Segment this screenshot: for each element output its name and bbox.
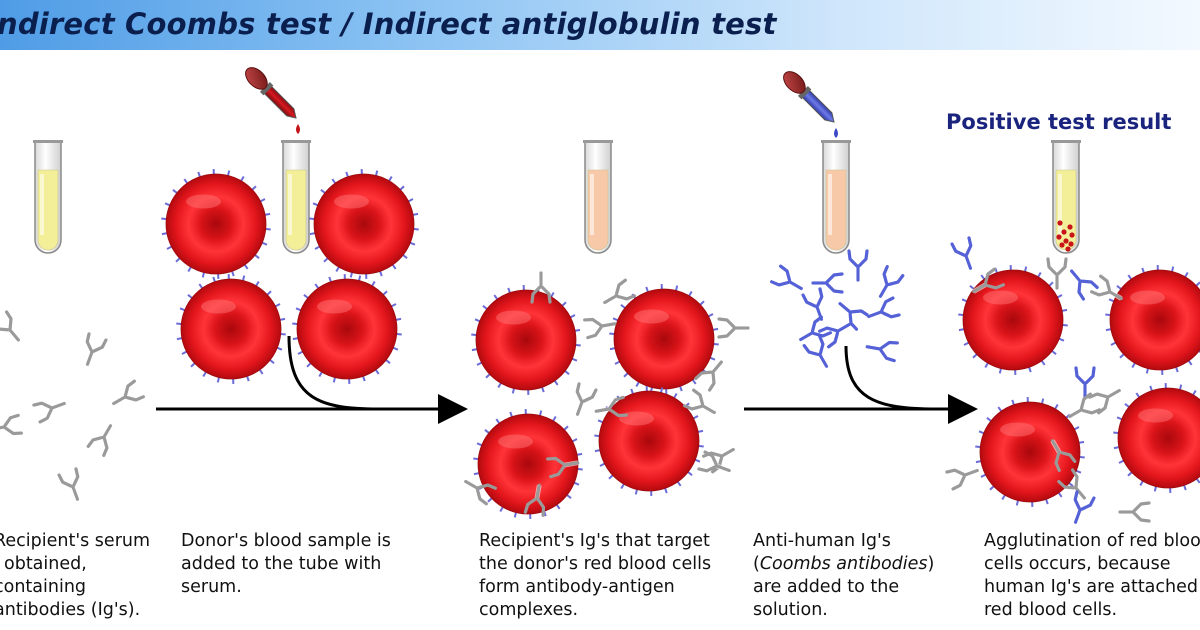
antibody-icon (945, 468, 979, 491)
caption-line: complexes. (479, 600, 579, 620)
caption-line: Donor's blood sample is (181, 531, 391, 551)
antibody-icon (32, 401, 66, 424)
test-tube-icon (583, 140, 613, 254)
antibody-icon (603, 278, 636, 305)
antibody-icon (575, 382, 598, 416)
antibody-icon (1050, 439, 1077, 472)
page-title: Indirect Coombs test / Indirect antiglob… (0, 7, 777, 41)
antibody-icon (57, 467, 80, 501)
arrow-icon (156, 335, 468, 424)
antibody-icon (583, 317, 617, 340)
antibody-icon (802, 335, 829, 368)
caption-donor-blood: Donor's blood sample is added to the tub… (181, 530, 391, 599)
red-blood-cell-icon (1105, 265, 1200, 375)
antibody-icon (546, 456, 580, 479)
antibody-icon (694, 360, 724, 392)
antibody-icon (1090, 274, 1123, 301)
caption-line: serum. (181, 577, 242, 597)
caption-complexes: Recipient's Ig's that target the donor's… (479, 530, 711, 622)
antibody-icon (1046, 257, 1068, 290)
caption-line: obtained, (4, 554, 87, 574)
caption-line: containing (0, 577, 87, 597)
caption-line: (Coombs antibodies) (753, 554, 935, 574)
antibody-icon (112, 379, 145, 406)
red-blood-cell-icon (161, 169, 271, 279)
caption-line: Recipient's Ig's that target (479, 531, 710, 551)
antibody-icon (717, 317, 750, 339)
antibody-icon (594, 395, 628, 418)
antibody-icon (85, 332, 108, 366)
red-blood-cell-icon (1113, 383, 1200, 493)
red-blood-cell-icon (609, 284, 719, 394)
antibody-icon (818, 322, 851, 349)
antibody-icon (0, 310, 21, 342)
antibody-icon (697, 450, 731, 473)
antibody-icon (530, 271, 552, 304)
antibody-icon (1073, 490, 1096, 524)
dropper-icon (783, 71, 838, 138)
red-blood-cell-icon (958, 265, 1068, 375)
antibody-icon (811, 272, 844, 294)
antibody-icon (972, 267, 1005, 294)
antibody-icon (801, 287, 824, 321)
antibody-icon (865, 340, 899, 363)
test-tube-icon (1051, 140, 1081, 254)
caption-line: solution. (753, 600, 828, 620)
antibody-icon (1088, 388, 1121, 415)
caption-agglutination: Agglutination of red blood cells occurs,… (984, 530, 1200, 622)
antibody-icon (950, 236, 973, 270)
test-tube-icon (821, 140, 851, 254)
caption-line: red blood cells. (984, 600, 1118, 620)
antibody-icon (86, 424, 113, 457)
caption-line: are added to the (753, 577, 900, 597)
red-blood-cell-icon (176, 274, 286, 384)
antibody-icon (847, 249, 869, 282)
caption-line: form antibody-antigen (479, 577, 675, 597)
antibody-icon (838, 301, 870, 331)
antibody-icon (523, 483, 546, 517)
red-blood-cell-icon (471, 285, 581, 395)
antibody-icon (1074, 366, 1096, 399)
antibody-icon (1118, 501, 1151, 523)
caption-line: Agglutination of red blood (984, 531, 1200, 551)
red-blood-cell-icon (292, 274, 402, 384)
test-tube-icon (281, 140, 311, 254)
red-blood-cell-icon (309, 169, 419, 279)
dropper-icon (245, 67, 300, 134)
antibody-icon (867, 296, 901, 319)
caption-line: cells occurs, because (984, 554, 1171, 574)
caption-recipient-serum: Recipient's serum obtained, containing a… (0, 530, 150, 622)
caption-line: antibodies (Ig's). (0, 600, 141, 620)
caption-line: human Ig's are attached to (984, 577, 1200, 597)
antibody-icon (0, 413, 23, 436)
title-banner: Indirect Coombs test / Indirect antiglob… (0, 0, 1200, 50)
antibody-icon (683, 388, 716, 415)
caption-line: added to the tube with (181, 554, 382, 574)
red-blood-cell-icon (473, 409, 583, 519)
red-blood-cell-icon (594, 386, 704, 496)
caption-coombs-added: Anti-human Ig's (Coombs antibodies) are … (753, 530, 934, 622)
antibody-icon (799, 315, 832, 342)
antibody-icon (1069, 269, 1099, 301)
antibody-icon (464, 479, 497, 506)
antibody-icon (878, 265, 905, 298)
caption-line: the donor's red blood cells (479, 554, 712, 574)
antibody-icon (1068, 392, 1101, 419)
caption-line: Recipient's serum (0, 531, 151, 551)
arrow-icon (744, 345, 978, 424)
test-tube-icon (33, 140, 63, 254)
positive-result-label: Positive test result (946, 110, 1172, 134)
antibody-icon (770, 264, 803, 291)
red-blood-cell-icon (975, 397, 1085, 507)
caption-line: Anti-human Ig's (753, 531, 891, 551)
